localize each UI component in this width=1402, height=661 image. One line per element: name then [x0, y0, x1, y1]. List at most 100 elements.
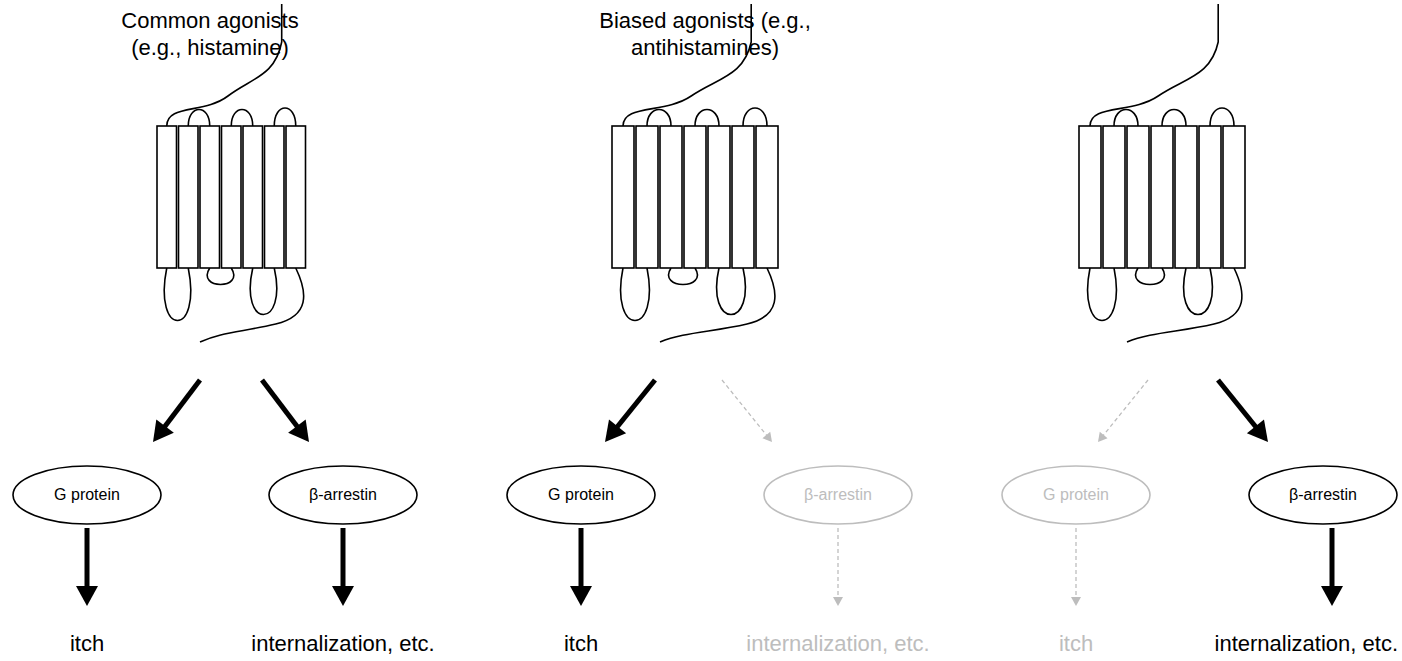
arrow-shaft: [1330, 528, 1335, 588]
arrow-head: [1071, 597, 1081, 606]
transmembrane-helix: [1199, 126, 1221, 268]
pathway-name: G protein: [548, 486, 614, 504]
gpcr-receptor: [1079, 4, 1245, 342]
arrow-head: [288, 419, 309, 442]
inactive-arrow: [1098, 380, 1148, 442]
arrow-head: [1321, 586, 1343, 606]
transmembrane-helix: [756, 126, 778, 268]
transmembrane-helix: [157, 126, 177, 268]
c-terminus: [660, 268, 775, 342]
n-terminus: [1090, 4, 1218, 126]
arrow-head: [1247, 420, 1268, 442]
pathway-name: G protein: [54, 486, 120, 504]
pathway-name: G protein: [1043, 486, 1109, 504]
arrow-head: [605, 420, 626, 442]
pathway-ellipse: G protein: [1001, 465, 1151, 525]
intracellular-loop: [164, 268, 191, 321]
panel-title: Common agonists (e.g., histamine): [115, 8, 305, 62]
intracellular-loop: [1184, 268, 1213, 315]
intracellular-loop: [250, 268, 277, 315]
intracellular-loop: [1088, 268, 1117, 321]
signal-arrow: [1218, 380, 1268, 442]
extracellular-loop: [1162, 110, 1186, 127]
arrow-shaft: [616, 380, 655, 428]
ellipse-shape: [507, 466, 655, 524]
pathway-ellipse: G protein: [506, 465, 656, 525]
inactive-arrow: [1071, 528, 1081, 606]
arrow-shaft: [85, 528, 90, 588]
transmembrane-helix: [660, 126, 682, 268]
arrow-head: [332, 586, 354, 606]
arrow-shaft: [262, 380, 298, 428]
arrow-head: [762, 432, 772, 442]
transmembrane-helix: [1103, 126, 1125, 268]
signal-arrow: [332, 528, 354, 606]
transmembrane-helix: [1175, 126, 1197, 268]
transmembrane-helix: [286, 126, 306, 268]
ellipse-shape: [1002, 466, 1150, 524]
transmembrane-helix: [1151, 126, 1173, 268]
outcome-label: internalization, etc.: [1215, 631, 1398, 658]
extracellular-loop: [743, 108, 767, 126]
panel-title: Biased agonists (e.g., antihistamines): [599, 8, 811, 62]
signal-arrow: [153, 380, 200, 442]
intracellular-loop: [1136, 268, 1165, 285]
intracellular-loop: [717, 268, 746, 315]
extracellular-loop: [274, 108, 296, 126]
transmembrane-helix: [1223, 126, 1245, 268]
transmembrane-helix: [179, 126, 199, 268]
outcome-label: itch: [1059, 631, 1093, 658]
ellipse-shape: [764, 466, 912, 524]
transmembrane-helix: [684, 126, 706, 268]
arrow-shaft: [341, 528, 346, 588]
outcome-label: internalization, etc.: [746, 631, 929, 658]
transmembrane-helix: [612, 126, 634, 268]
arrow-shaft: [1102, 380, 1148, 437]
arrow-shaft: [722, 380, 768, 437]
transmembrane-helix: [636, 126, 658, 268]
intracellular-loop: [669, 268, 698, 285]
transmembrane-helix: [732, 126, 754, 268]
pathway-ellipse: β-arrestin: [763, 465, 913, 525]
arrow-head: [833, 597, 843, 606]
arrow-shaft: [1218, 380, 1257, 428]
arrow-head: [153, 419, 174, 442]
signal-arrow: [76, 528, 98, 606]
transmembrane-helix: [265, 126, 285, 268]
extracellular-loop: [231, 110, 253, 127]
extracellular-loop: [188, 110, 210, 127]
arrow-head: [570, 586, 592, 606]
extracellular-loop: [647, 110, 671, 127]
transmembrane-helix: [1079, 126, 1101, 268]
pathway-name: β-arrestin: [1289, 486, 1357, 504]
transmembrane-helix: [1127, 126, 1149, 268]
arrow-shaft: [579, 528, 584, 588]
inactive-arrow: [722, 380, 772, 442]
arrow-head: [76, 586, 98, 606]
extracellular-loop: [1210, 108, 1234, 126]
pathway-ellipse: G protein: [12, 465, 162, 525]
pathway-name: β-arrestin: [804, 486, 872, 504]
outcome-label: internalization, etc.: [251, 631, 434, 658]
transmembrane-helix: [222, 126, 242, 268]
c-terminus: [1127, 268, 1242, 342]
signal-arrow: [262, 380, 309, 442]
extracellular-loop: [695, 110, 719, 127]
inactive-arrow: [833, 528, 843, 606]
ellipse-shape: [1249, 466, 1397, 524]
signal-arrow: [1321, 528, 1343, 606]
pathway-name: β-arrestin: [309, 486, 377, 504]
arrow-shaft: [1075, 528, 1076, 599]
transmembrane-helix: [243, 126, 263, 268]
pathway-ellipse: β-arrestin: [1248, 465, 1398, 525]
arrow-head: [1098, 432, 1108, 442]
signal-arrow: [605, 380, 655, 442]
intracellular-loop: [207, 268, 234, 285]
c-terminus: [200, 268, 304, 342]
outcome-label: itch: [564, 631, 598, 658]
outcome-label: itch: [70, 631, 104, 658]
ellipse-shape: [269, 466, 417, 524]
transmembrane-helix: [708, 126, 730, 268]
pathway-ellipse: β-arrestin: [268, 465, 418, 525]
